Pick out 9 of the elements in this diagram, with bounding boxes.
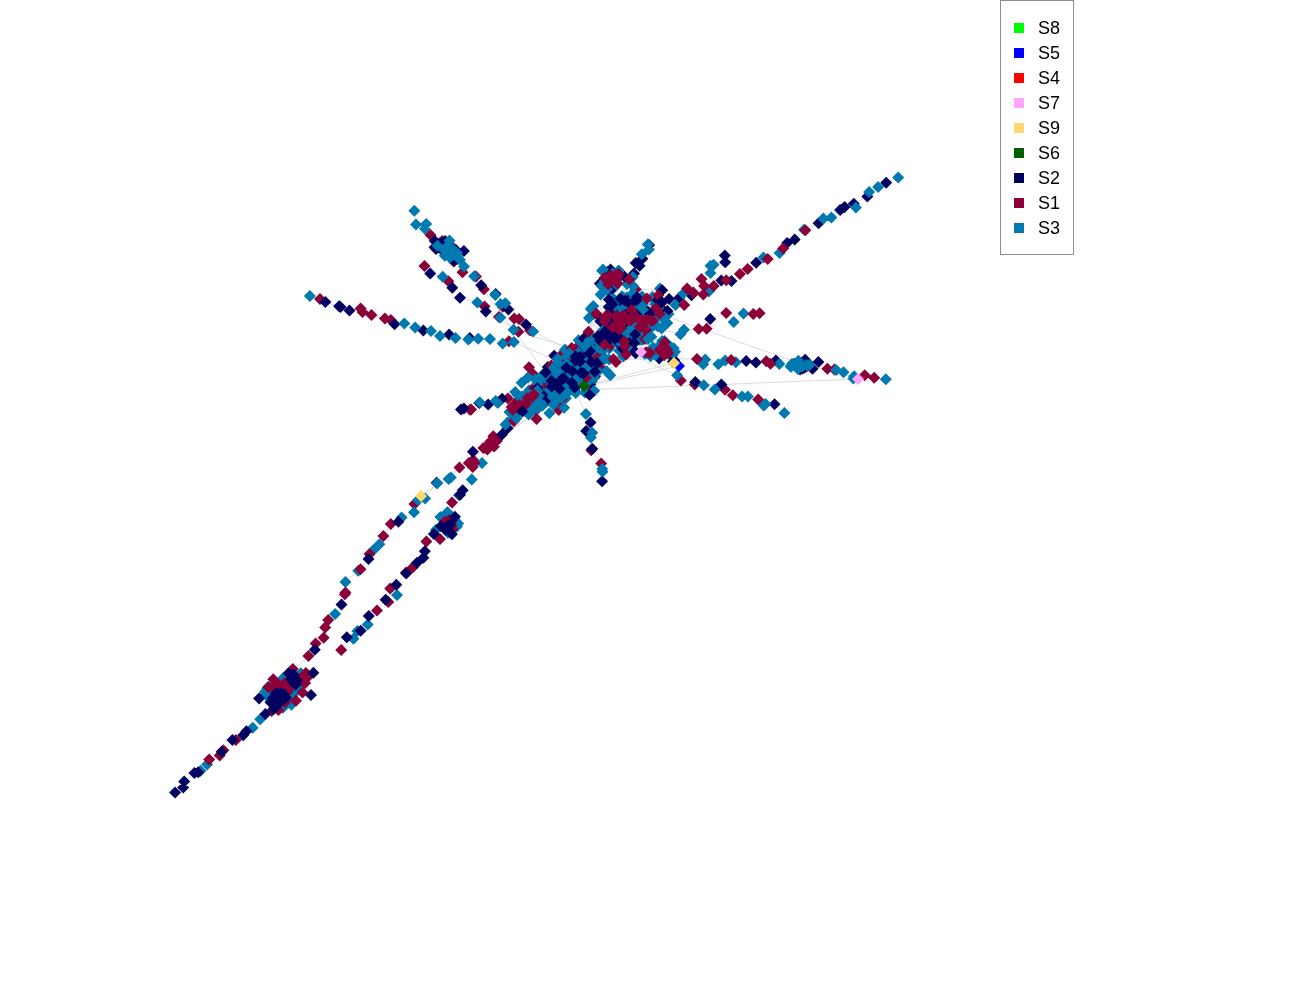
legend-label: S7: [1038, 92, 1061, 113]
legend-label: S2: [1038, 167, 1061, 188]
legend-label: S4: [1038, 67, 1061, 88]
legend-label: S8: [1038, 17, 1061, 38]
legend-label: S3: [1038, 217, 1061, 238]
legend-label: S5: [1038, 42, 1061, 63]
legend-label: S6: [1038, 142, 1061, 163]
legend-label: S1: [1038, 192, 1061, 213]
legend-label: S9: [1038, 117, 1061, 138]
